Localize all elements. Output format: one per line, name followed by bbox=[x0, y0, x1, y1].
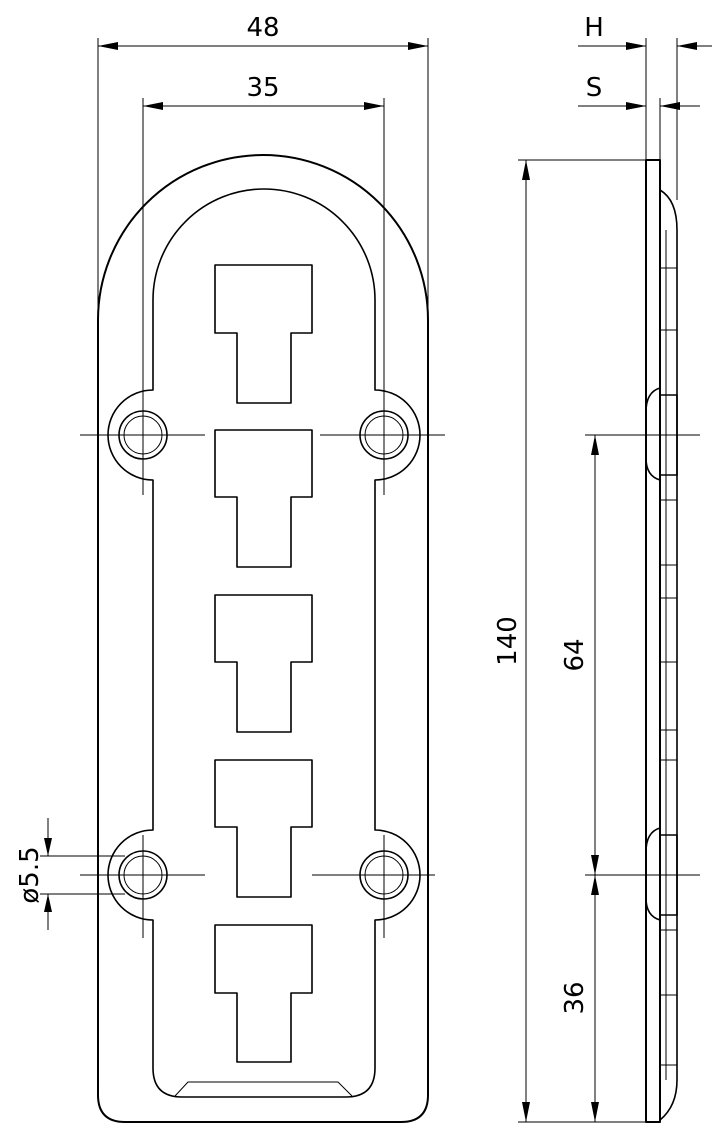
side-view: H S 140 64 bbox=[493, 13, 712, 1123]
t-slot-2 bbox=[214, 429, 313, 568]
dim-hole-spacing-vertical: 64 bbox=[560, 435, 599, 875]
side-profile-ticks bbox=[660, 267, 677, 1066]
dim-label-140: 140 bbox=[493, 616, 523, 666]
recess-outline bbox=[107, 188, 421, 1098]
bottom-chamfer bbox=[174, 1081, 353, 1097]
plate-outline bbox=[97, 154, 429, 1123]
t-slot-3 bbox=[214, 594, 313, 733]
dim-label-36: 36 bbox=[560, 981, 590, 1014]
side-centerlines bbox=[585, 434, 700, 876]
dim-plate-width: 48 bbox=[97, 13, 429, 320]
dim-label-h: H bbox=[584, 13, 604, 43]
dim-hole-diameter: ø5.5 bbox=[15, 818, 125, 930]
dim-thickness-h: H bbox=[578, 13, 712, 200]
dim-label-diameter: ø5.5 bbox=[15, 846, 45, 903]
t-slot-1 bbox=[214, 264, 313, 404]
front-centerlines bbox=[80, 400, 445, 938]
dim-label-35: 35 bbox=[246, 73, 279, 103]
side-profile bbox=[659, 189, 678, 1121]
dim-total-length: 140 bbox=[493, 159, 646, 1123]
dim-label-48: 48 bbox=[246, 13, 279, 43]
front-view: 48 35 ø5.5 bbox=[15, 13, 445, 1123]
dim-label-s: S bbox=[586, 73, 603, 103]
side-plate bbox=[645, 159, 661, 1123]
t-slot-5 bbox=[214, 924, 313, 1063]
side-boss-bottom bbox=[645, 827, 678, 921]
t-slot-4 bbox=[214, 759, 313, 898]
dim-label-64: 64 bbox=[560, 638, 590, 671]
side-boss-top bbox=[645, 387, 678, 481]
dim-hole-spacing-horizontal: 35 bbox=[142, 73, 385, 400]
dim-bottom-hole-offset: 36 bbox=[560, 875, 599, 1122]
dim-thickness-s: S bbox=[578, 73, 700, 160]
